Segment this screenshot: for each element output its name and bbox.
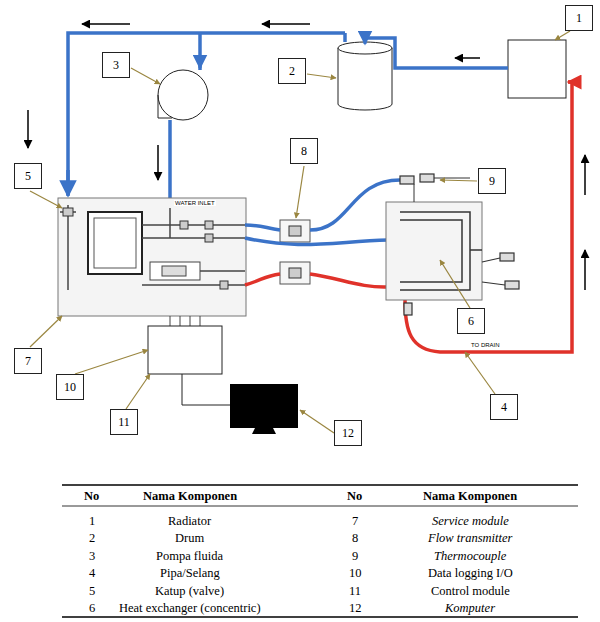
callout-number: 5: [25, 169, 31, 184]
callout-number: 1: [576, 11, 582, 26]
callout-box: 8: [290, 138, 318, 164]
table-cell: 2: [89, 531, 95, 546]
callout-box: 7: [14, 348, 42, 374]
callout-box: 6: [457, 308, 485, 334]
table-cell: Pompa fluida: [156, 549, 223, 564]
callout-number: 2: [289, 64, 295, 79]
table-cell: 4: [89, 566, 95, 581]
table-cell: Service module: [432, 514, 509, 529]
table-cell: 9: [352, 549, 358, 564]
table-cell: Data logging I/O: [428, 566, 513, 581]
table-cell: 10: [349, 566, 362, 581]
table-cell: Flow transmitter: [428, 531, 512, 546]
table-cell: Pipa/Selang: [160, 566, 220, 581]
part-note: WATER INLET: [174, 200, 216, 206]
table-cell: Control module: [431, 584, 510, 599]
callout-box: 12: [334, 420, 362, 446]
callout-box: 4: [490, 394, 518, 420]
callout-number: 6: [468, 314, 474, 329]
part-note: TO DRAIN: [470, 342, 501, 348]
table-cell: 3: [89, 549, 95, 564]
callout-box: 2: [278, 58, 306, 84]
callout-number: 4: [501, 400, 507, 415]
table-cell: Thermocouple: [434, 549, 506, 564]
table-header: Nama Komponen: [143, 489, 237, 504]
callout-box: 11: [110, 409, 138, 435]
table-header: No: [347, 489, 362, 504]
table-cell: 12: [349, 601, 362, 616]
table-cell: 6: [89, 601, 95, 616]
callout-box: 5: [14, 163, 42, 189]
callout-box: 3: [102, 52, 130, 78]
callout-number: 9: [489, 174, 495, 189]
callout-box: 10: [56, 374, 84, 400]
table-cell: Komputer: [445, 601, 495, 616]
table-cell: 7: [352, 514, 358, 529]
callout-number: 10: [64, 380, 76, 395]
callout-number: 12: [342, 426, 354, 441]
table-cell: 11: [349, 584, 361, 599]
callout-box: 9: [478, 168, 506, 194]
callout-box: 1: [565, 5, 593, 31]
callout-number: 3: [113, 58, 119, 73]
callout-number: 8: [301, 144, 307, 159]
callout-number: 7: [25, 354, 31, 369]
callout-number: 11: [118, 415, 130, 430]
table-cell: 8: [352, 531, 358, 546]
table-header: Nama Komponen: [423, 489, 517, 504]
table-cell: Heat exchanger (concentric): [119, 601, 261, 616]
table-cell: Katup (valve): [155, 584, 224, 599]
table-cell: Drum: [175, 531, 204, 546]
table-header: No: [84, 489, 99, 504]
table-cell: 5: [89, 584, 95, 599]
table-cell: Radiator: [168, 514, 211, 529]
table-cell: 1: [89, 514, 95, 529]
